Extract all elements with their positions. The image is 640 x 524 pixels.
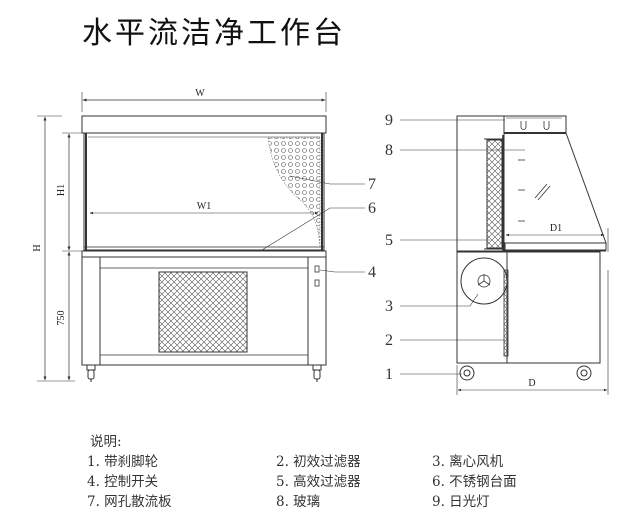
glass-marks (518, 159, 551, 222)
side-lamp-housing (503, 115, 567, 134)
dimension-label-w: W (195, 88, 205, 99)
legend-item-worktop: 6. 不锈钢台面 (432, 474, 517, 490)
leader-7 (289, 175, 365, 185)
callout-1: 1 (385, 366, 393, 383)
legend-item-lamp: 9. 日光灯 (432, 494, 490, 510)
glass-sash (565, 132, 607, 244)
leader-3 (400, 293, 479, 307)
side-caster-back (576, 365, 592, 381)
front-table-edge (81, 250, 327, 258)
prefilter-grille (158, 271, 248, 353)
callout-8: 8 (385, 142, 393, 159)
callout-6: 6 (368, 200, 376, 217)
lamp-tube (520, 121, 527, 130)
legend-item-caster: 1. 带刹脚轮 (87, 454, 159, 470)
side-prefilter (503, 269, 509, 357)
dimension-label-750: 750 (56, 311, 67, 326)
dimension-label-h: H (32, 244, 43, 251)
lamp-tube (543, 121, 550, 130)
leader-4 (319, 269, 365, 273)
caster-left (86, 364, 96, 382)
base-cabinet (81, 256, 327, 366)
front-lamp-box (81, 115, 327, 134)
perforated-diffuser-plate (267, 137, 321, 247)
caster-right (312, 364, 322, 382)
page-title: 水平流洁净工作台 (82, 16, 346, 51)
legend-item-diffuser: 7. 网孔散流板 (87, 494, 172, 510)
side-caster-front (459, 365, 475, 381)
work-chamber (83, 132, 325, 251)
callout-7: 7 (368, 176, 376, 193)
dimension-label-w1: W1 (197, 201, 211, 212)
legend-item-glass: 8. 玻璃 (276, 494, 321, 510)
hepa-filter (486, 139, 503, 249)
control-switch (314, 265, 320, 273)
side-view (400, 115, 609, 395)
side-cabinet (506, 251, 601, 364)
legend-heading: 说明: (90, 434, 122, 450)
callout-9: 9 (385, 112, 393, 129)
side-worktop (504, 242, 607, 251)
fan-rotor (477, 274, 491, 288)
callout-5: 5 (385, 232, 393, 249)
callout-4: 4 (368, 264, 376, 281)
legend-item-prefilter: 2. 初效过滤器 (276, 454, 361, 470)
legend-item-hepa: 5. 高效过滤器 (276, 474, 361, 490)
dimension-label-d: D (528, 378, 535, 389)
dimension-label-h1: H1 (56, 184, 67, 196)
callout-2: 2 (385, 332, 393, 349)
front-view (37, 92, 365, 382)
callout-3: 3 (385, 298, 393, 315)
dimension-label-d1: D1 (550, 223, 562, 234)
legend-item-fan: 3. 离心风机 (432, 454, 504, 470)
leader-6 (261, 207, 365, 251)
control-switch (314, 279, 320, 287)
legend-item-switch: 4. 控制开关 (87, 474, 159, 490)
